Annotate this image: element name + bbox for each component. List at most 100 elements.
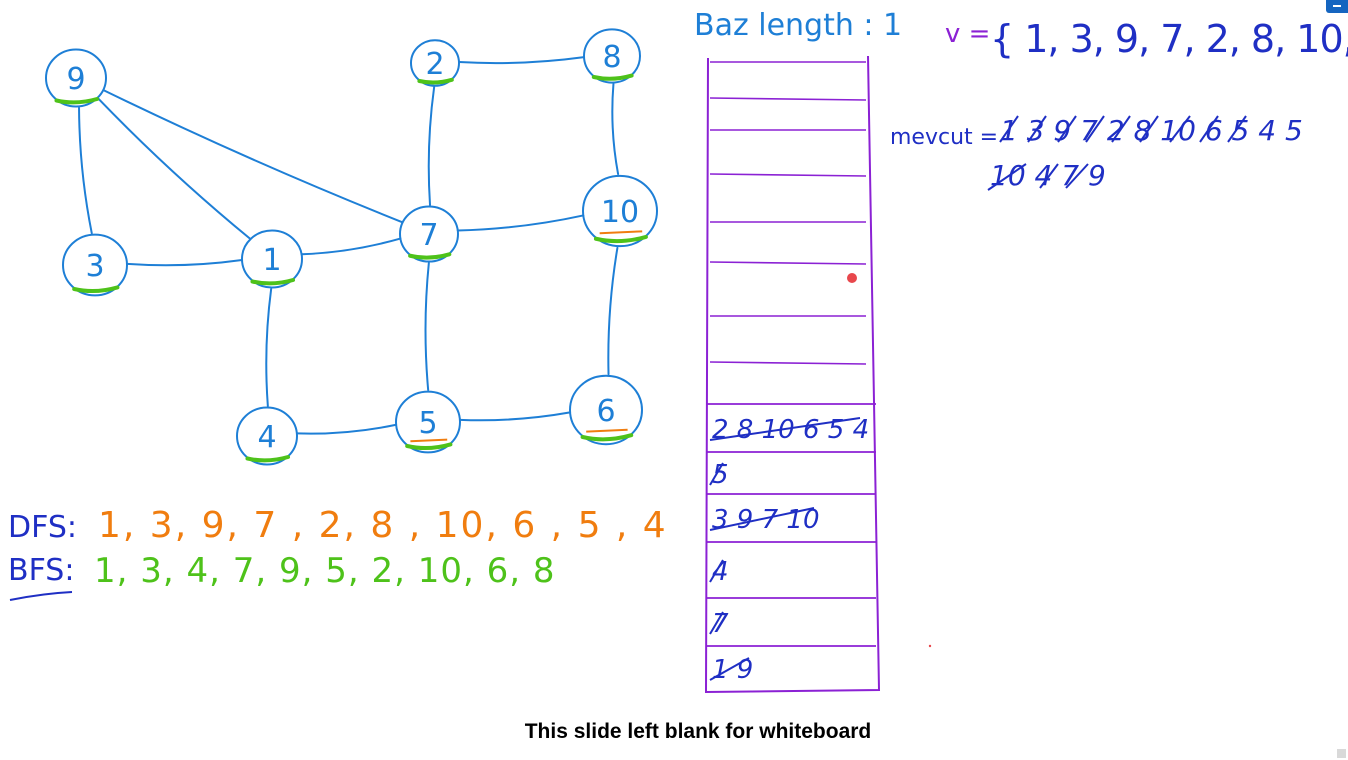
stack-cell-strike	[709, 611, 724, 635]
stack-cell: 4	[706, 541, 876, 587]
stack-cell: 3 9 7 10	[706, 493, 876, 535]
node-6: 6	[569, 374, 643, 446]
stack-cell: 2 8 10 6 5 4	[706, 403, 876, 445]
edge-5-6	[458, 411, 572, 422]
node-9-label: 9	[66, 62, 85, 97]
edge-1-4	[265, 287, 273, 408]
node-9-circle	[45, 48, 107, 108]
stack-slot-line	[709, 261, 867, 265]
graph-nodes: 9 2 8 3 1 7 10 4 5 6	[45, 28, 658, 466]
node-5-circle	[395, 390, 461, 454]
node-7: 7	[399, 205, 459, 263]
edge-9-3	[78, 106, 93, 235]
sets: v = { 1, 3, 9, 7, 2, 8, 10, 6, 5, 4 } me…	[890, 17, 1348, 192]
dfs-label: DFS:	[8, 510, 77, 545]
node-4-circle	[236, 406, 298, 466]
current-line-2: 10 4 7 9	[990, 159, 1106, 192]
visited-sequence: { 1, 3, 9, 7, 2, 8, 10, 6, 5, 4 }	[990, 17, 1348, 61]
node-2-circle	[410, 39, 460, 87]
current-label: mevcut =	[890, 125, 998, 150]
stack-slot-line	[709, 361, 867, 365]
stack-title: Baz length : 1	[694, 8, 902, 43]
node-2-label: 2	[425, 47, 444, 82]
minimize-button[interactable]	[1326, 0, 1348, 13]
node-3-circle	[62, 233, 128, 297]
node-6-visited-mark	[580, 433, 634, 442]
node-5-label: 5	[418, 406, 437, 441]
stack-frame	[704, 55, 881, 694]
edge-7-5	[424, 262, 430, 391]
node-8-label: 8	[602, 40, 621, 75]
edge-10-6	[607, 246, 619, 376]
pointer-dot	[847, 273, 857, 283]
stack-cell: 7	[706, 597, 876, 639]
edge-9-7	[102, 89, 404, 224]
node-4-visited-mark	[245, 455, 290, 463]
traversal-notes: DFS: 1, 3, 9, 7 , 2, 8 , 10, 6 , 5 , 4 B…	[8, 505, 668, 601]
stack-slot-line	[709, 173, 867, 177]
edge-9-1	[97, 97, 251, 240]
node-2-visited-mark	[417, 77, 454, 85]
stack-slot-line	[709, 97, 867, 101]
bfs-sequence: 1, 3, 4, 7, 9, 5, 2, 10, 6, 8	[94, 551, 556, 591]
node-10-visited-mark	[593, 234, 648, 244]
stray-dot	[928, 644, 932, 648]
current-line-1: 1 3 9 7 2 8 10 6 5 4 5	[1000, 114, 1303, 147]
node-1-label: 1	[262, 243, 281, 278]
node-9-visited-mark	[54, 97, 99, 105]
node-6-circle	[569, 374, 643, 446]
stack-cell-strike	[709, 507, 815, 531]
node-8-visited-mark	[591, 73, 634, 81]
current-line-2-strikes	[987, 163, 1089, 191]
current-line-1-strikes	[999, 115, 1247, 143]
node-7-circle	[399, 205, 459, 263]
node-6-highlight-mark	[586, 428, 628, 433]
stack-cell-strike	[709, 657, 750, 681]
edge-8-10	[611, 82, 620, 176]
edge-3-1	[125, 259, 244, 267]
stack: Baz length : 1 2 8 10 6 5 4 53 9 7 10 4 7 1 …	[694, 8, 932, 694]
stack-empty-slots	[709, 61, 867, 365]
node-3-label: 3	[85, 249, 104, 284]
graph-edges	[78, 56, 620, 435]
stack-cell-value: 5	[712, 460, 729, 490]
edge-2-8	[457, 56, 586, 65]
node-10-label: 10	[601, 195, 639, 230]
bfs-label: BFS:	[8, 553, 74, 588]
node-3: 3	[62, 233, 128, 297]
dfs-sequence: 1, 3, 9, 7 , 2, 8 , 10, 6 , 5 , 4	[98, 505, 668, 546]
stack-cell-value: 4	[712, 557, 729, 587]
visited-label: v =	[945, 19, 990, 49]
bfs-underline	[9, 591, 73, 601]
node-7-visited-mark	[408, 252, 452, 260]
node-10-circle	[582, 174, 658, 248]
node-5-visited-mark	[405, 442, 453, 451]
node-1: 1	[241, 229, 303, 289]
node-9: 9	[45, 48, 107, 108]
node-10: 10	[582, 174, 658, 248]
node-8-circle	[583, 28, 641, 84]
node-3-visited-mark	[72, 285, 120, 294]
edge-4-5	[295, 423, 398, 435]
stack-cells: 2 8 10 6 5 4 53 9 7 10 4 7 1 9	[706, 403, 876, 685]
node-6-label: 6	[596, 394, 615, 429]
node-10-highlight-mark	[599, 230, 643, 235]
edge-2-7	[427, 85, 436, 207]
edge-7-10	[456, 214, 585, 232]
stack-cell-strike	[709, 462, 724, 486]
node-2: 2	[410, 39, 460, 87]
node-8: 8	[583, 28, 641, 84]
node-1-circle	[241, 229, 303, 289]
node-5: 5	[395, 390, 461, 454]
stack-cell: 1 9	[706, 645, 876, 685]
stack-cell: 5	[706, 451, 876, 490]
slide-caption: This slide left blank for whiteboard	[524, 720, 872, 743]
stack-cell-strike	[709, 417, 861, 441]
node-5-highlight-mark	[410, 438, 448, 443]
node-4: 4	[236, 406, 298, 466]
stack-cell-strike	[709, 559, 724, 583]
resize-grip-icon[interactable]	[1337, 749, 1346, 758]
node-7-label: 7	[419, 218, 438, 253]
edge-1-7	[300, 237, 402, 256]
